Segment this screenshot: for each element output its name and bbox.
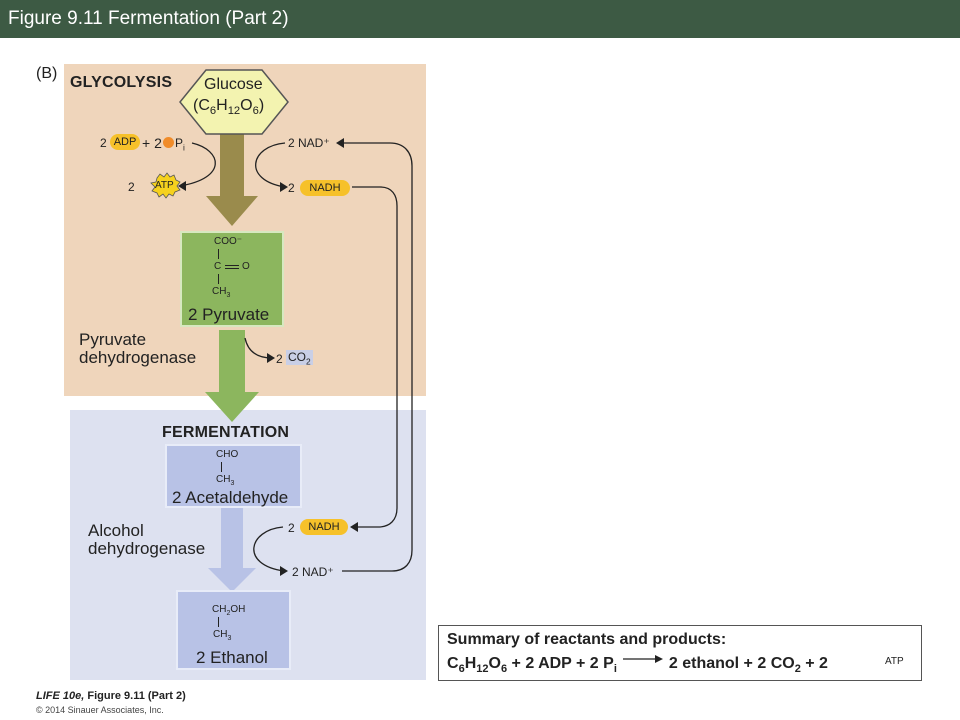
pyruvate-bond-2 — [218, 274, 219, 284]
ethanol-ch2oh: CH2OH — [212, 604, 246, 618]
glucose-hexagon — [179, 69, 289, 135]
co2-pill: CO2 — [286, 350, 313, 367]
figure-title: Figure 9.11 Fermentation (Part 2) — [8, 8, 289, 29]
nadh-curve-arrow — [255, 142, 286, 188]
alcohol-dehydrogenase-line1: Alcohol — [88, 521, 144, 540]
nad-top-label: 2 NAD⁺ — [288, 136, 330, 150]
adp-pill: ADP — [110, 134, 140, 150]
pyruvate-double-bond-b — [225, 268, 239, 269]
book-credit: LIFE 10e, Figure 9.11 (Part 2) — [36, 690, 186, 702]
pyruvate-bond-1 — [218, 249, 219, 259]
summary-atp-label: ATP — [885, 656, 904, 667]
pyruvate-double-bond-a — [225, 265, 239, 266]
pyruvate-main-arrow — [205, 330, 259, 422]
glycolysis-main-arrow — [206, 125, 258, 226]
nadh-top-coefficient: 2 — [288, 181, 295, 195]
pyruvate-label: 2 Pyruvate — [188, 305, 270, 324]
nadh-bottom-coefficient: 2 — [288, 521, 295, 535]
alcohol-dehydrogenase-line2: dehydrogenase — [88, 539, 206, 558]
ethanol-ch3: CH3 — [213, 629, 232, 643]
panel-label: (B) — [36, 65, 58, 82]
pi-coefficient: + 2 — [142, 135, 162, 151]
acetaldehyde-bond — [221, 462, 222, 472]
ethanol-box — [176, 590, 291, 670]
summary-box: Summary of reactants and products: C6H12… — [438, 625, 922, 681]
ethanol-label: 2 Ethanol — [196, 648, 268, 667]
adp-coefficient: 2 — [100, 136, 107, 150]
ethanol-bond — [218, 617, 219, 627]
nad-return-line — [342, 142, 413, 572]
phosphate-dot — [163, 137, 174, 148]
acetaldehyde-ch3: CH3 — [216, 474, 235, 488]
glucose-name: Glucose — [204, 76, 263, 93]
glucose-formula: (C6H12O6) — [193, 97, 265, 118]
nad-regeneration-arrow — [253, 526, 285, 572]
pyruvate-box — [180, 231, 284, 327]
pyruvate-coo: COO⁻ — [214, 236, 243, 247]
phosphate-label: Pi — [175, 136, 185, 153]
co2-coefficient: 2 — [276, 352, 283, 366]
fermentation-main-arrow — [208, 508, 256, 592]
acetaldehyde-cho: CHO — [216, 449, 239, 460]
atp-label: ATP — [155, 180, 174, 191]
nadh-bottom-pill: NADH — [300, 519, 348, 535]
atp-starburst — [150, 172, 181, 199]
pyruvate-dehydrogenase-line2: dehydrogenase — [79, 348, 197, 367]
pyruvate-dehydrogenase-line1: Pyruvate — [79, 330, 147, 349]
acetaldehyde-box — [165, 444, 302, 508]
atp-curve-arrow — [179, 142, 216, 187]
pyruvate-c: C — [214, 261, 222, 272]
title-bar: Figure 9.11 Fermentation (Part 2) — [0, 0, 960, 38]
pyruvate-o: O — [242, 261, 250, 272]
atp-coefficient: 2 — [128, 180, 135, 194]
summary-reaction-arrow — [622, 651, 663, 669]
pyruvate-ch3: CH3 — [212, 286, 231, 300]
glycolysis-title: GLYCOLYSIS — [70, 74, 173, 91]
summary-title: Summary of reactants and products: — [447, 631, 727, 648]
acetaldehyde-label: 2 Acetaldehyde — [172, 488, 289, 507]
fermentation-title: FERMENTATION — [162, 424, 290, 441]
copyright: © 2014 Sinauer Associates, Inc. — [36, 705, 164, 715]
nad-bottom-label: 2 NAD⁺ — [292, 565, 334, 579]
nadh-top-pill: NADH — [300, 180, 350, 196]
nadh-transfer-line — [352, 186, 398, 528]
